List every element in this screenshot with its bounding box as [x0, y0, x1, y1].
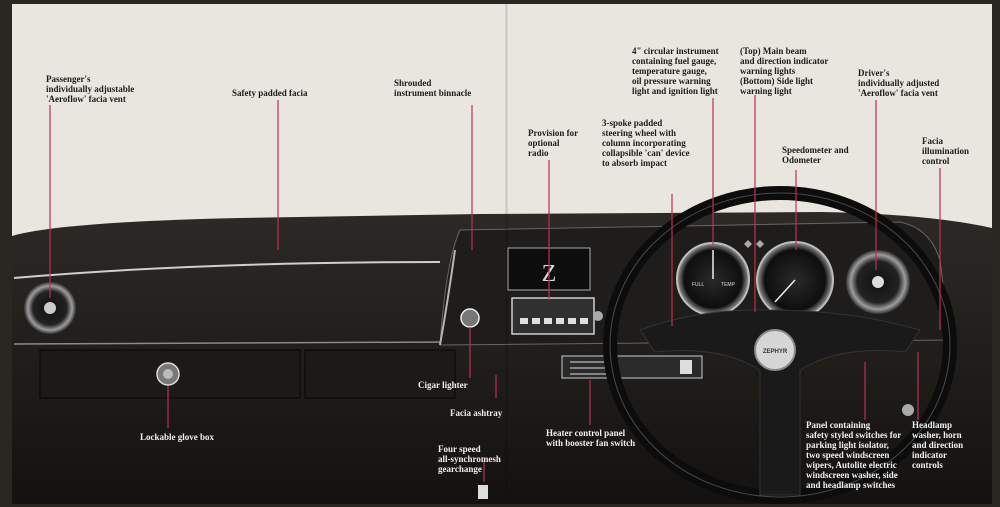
- steering-hub: [754, 329, 796, 371]
- cigar-lighter-icon: [460, 308, 480, 328]
- label-facia-ashtray: Facia ashtray: [450, 408, 503, 418]
- radio-unit: [511, 297, 595, 335]
- gauge-temp-label: TEMP: [721, 282, 736, 288]
- steering-wheel-spokes: [639, 309, 921, 496]
- pointer-lines: [49, 95, 941, 482]
- label-cigar-lighter: Cigar lighter: [418, 380, 468, 390]
- headlamp-stalk-icon: [902, 404, 914, 416]
- gauge-fuel-label: FULL: [692, 282, 704, 288]
- gearstick: [478, 485, 488, 499]
- chrome-trim-lower: [13, 341, 451, 345]
- warning-lights-icon: [744, 240, 764, 248]
- label-safety-facia: Safety padded facia: [232, 88, 308, 98]
- label-glove-box: Lockable glove box: [140, 432, 215, 442]
- hub-badge: ZEPHYR: [763, 349, 788, 355]
- brochure-spine: [505, 4, 508, 504]
- chrome-trim-upper: [13, 261, 441, 279]
